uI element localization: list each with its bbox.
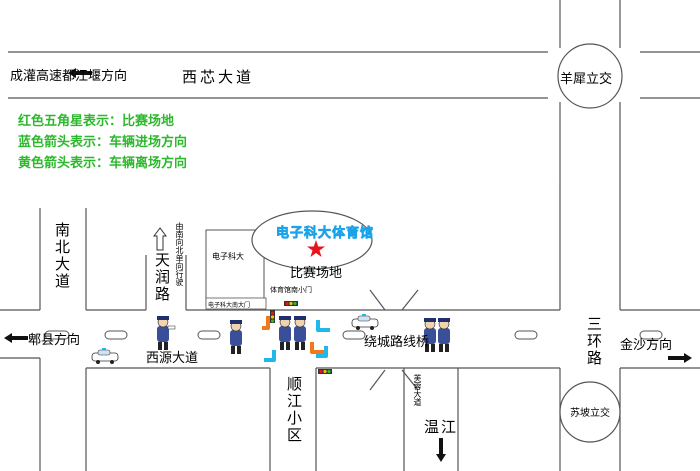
arrow-right-icon xyxy=(668,353,692,363)
police-car-icon xyxy=(91,348,119,364)
police-figures xyxy=(157,316,450,354)
exit-arrow-icon xyxy=(262,316,270,330)
exit-arrow-icon xyxy=(310,342,324,354)
campus-label: 电子科大 xyxy=(212,252,244,261)
police-car-icon xyxy=(351,314,379,330)
arrow-left-icon xyxy=(4,333,28,343)
entry-arrow-icon xyxy=(316,320,330,332)
oneway-note: 由南向北单向行驶 xyxy=(175,222,184,286)
lane-dash xyxy=(44,330,70,340)
venue-ellipse xyxy=(251,210,373,270)
traffic-police-icon xyxy=(279,316,291,350)
overpass-line xyxy=(369,289,386,311)
traffic-police-icon xyxy=(157,316,176,350)
venue-star-icon xyxy=(307,240,325,257)
jinsha-direction-label: 金沙方向 xyxy=(620,338,673,353)
pixian-direction-label: 郫县方向 xyxy=(28,333,81,348)
traffic-police-icon xyxy=(438,318,450,352)
xiyuan-road-label: 西源大道 xyxy=(146,351,199,366)
venue-name: 电子科大体育馆 xyxy=(275,226,374,242)
traffic-police-icon xyxy=(230,320,242,354)
lane-dash xyxy=(197,330,221,340)
entry-arrow-icon xyxy=(264,350,276,362)
lane-dash xyxy=(639,330,663,340)
traffic-police-icon xyxy=(294,316,306,350)
chengguan-direction-label: 成灌高速都江堰方向 xyxy=(10,69,128,84)
legend-star: 红色五角星表示：比赛场地 xyxy=(18,114,175,129)
furong-road-label: 芙蓉大道 xyxy=(413,374,422,406)
exit-arrows xyxy=(262,316,324,354)
arrow-down-icon xyxy=(436,438,446,462)
lane-dash xyxy=(514,330,538,340)
south-gate-label: 电子科大南大门 xyxy=(208,302,251,309)
traffic-lights xyxy=(270,301,332,374)
legend-blue-arrow: 蓝色箭头表示：车辆进场方向 xyxy=(18,135,188,150)
raocheng-bridge-label: 绕城路线桥 xyxy=(364,335,430,350)
venue-label: 比赛场地 xyxy=(290,266,343,281)
yangxi-interchange xyxy=(557,43,623,109)
shunjiang-community-label: 顺江小区 xyxy=(285,376,303,444)
legend-yellow-arrow: 黄色箭头表示：车辆离场方向 xyxy=(18,156,188,171)
traffic-police-icon xyxy=(424,318,436,352)
entry-arrows xyxy=(264,320,330,362)
yangxi-interchange-label: 羊犀立交 xyxy=(560,72,613,87)
lane-markings xyxy=(44,330,663,340)
small-gate-label: 体育馆南小门 xyxy=(270,286,312,294)
south-gate-box xyxy=(205,297,267,310)
supo-interchange xyxy=(559,381,621,443)
lane-dash xyxy=(104,330,128,340)
supo-interchange-label: 苏坡立交 xyxy=(570,408,610,419)
lane-dash xyxy=(342,330,366,340)
overpass-line xyxy=(401,369,419,391)
sanhuan-road-label: 三环路 xyxy=(585,316,603,367)
entry-arrow-icon xyxy=(316,346,328,358)
tianrun-road-label: 天润路 xyxy=(153,252,171,303)
overpass-line xyxy=(401,289,419,311)
wenjiang-direction-label: 温江 xyxy=(424,418,459,436)
nanbei-road-label: 南北大道 xyxy=(53,222,71,290)
overpass-line xyxy=(369,369,386,391)
arrow-left-icon xyxy=(68,68,92,78)
oneway-up-arrow-icon xyxy=(153,227,167,251)
black-arrows xyxy=(4,68,692,462)
xixin-road-label: 西芯大道 xyxy=(182,68,255,86)
